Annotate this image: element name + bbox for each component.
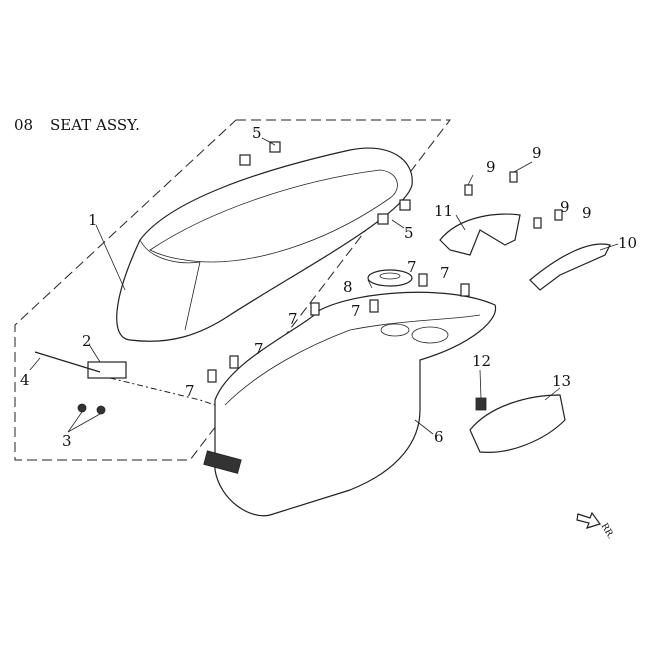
callout-9: 9 xyxy=(486,158,496,176)
callout-9: 9 xyxy=(582,204,592,222)
callout-12: 12 xyxy=(472,352,491,370)
rubber-pad xyxy=(399,199,411,211)
callout-6: 6 xyxy=(434,428,444,446)
bolts xyxy=(207,273,470,383)
callout-1: 1 xyxy=(88,211,98,229)
leader-lines xyxy=(29,137,619,435)
rubber-pad xyxy=(377,213,389,225)
callout-13: 13 xyxy=(552,372,571,390)
hinge-pin xyxy=(34,351,101,373)
callout-7: 7 xyxy=(407,258,417,276)
grab-handle-left xyxy=(439,213,521,256)
callout-10: 10 xyxy=(618,234,637,252)
diagram-number: 08 xyxy=(14,116,33,134)
gasket xyxy=(367,269,413,287)
callout-5: 5 xyxy=(252,124,262,142)
callout-7: 7 xyxy=(185,382,195,400)
rubber-pad xyxy=(269,141,281,153)
callout-9: 9 xyxy=(532,144,542,162)
storage-box xyxy=(203,291,497,517)
callout-7: 7 xyxy=(254,340,264,358)
arrow-rear-icon xyxy=(576,511,601,529)
direction-label: RR. xyxy=(599,522,616,541)
battery-cover xyxy=(469,394,566,453)
callout-7: 7 xyxy=(288,310,298,328)
rubber-pad xyxy=(239,154,251,166)
knob xyxy=(475,397,487,411)
callout-7: 7 xyxy=(440,264,450,282)
callout-9: 9 xyxy=(560,198,570,216)
bolts-9 xyxy=(464,171,563,229)
assembly-boundary xyxy=(14,119,452,461)
callout-4: 4 xyxy=(20,371,30,389)
nut xyxy=(77,403,87,413)
seat-hinge xyxy=(87,361,127,379)
grab-handle-right xyxy=(529,243,611,291)
callout-3: 3 xyxy=(62,432,72,450)
callout-8: 8 xyxy=(343,278,353,296)
callout-5: 5 xyxy=(404,224,414,242)
callout-11: 11 xyxy=(434,202,453,220)
gasket-hole xyxy=(379,272,401,280)
callout-7: 7 xyxy=(351,302,361,320)
seat xyxy=(116,147,413,342)
diagram-title: SEAT ASSY. xyxy=(50,116,140,134)
nut xyxy=(96,405,106,415)
callout-2: 2 xyxy=(82,332,92,350)
